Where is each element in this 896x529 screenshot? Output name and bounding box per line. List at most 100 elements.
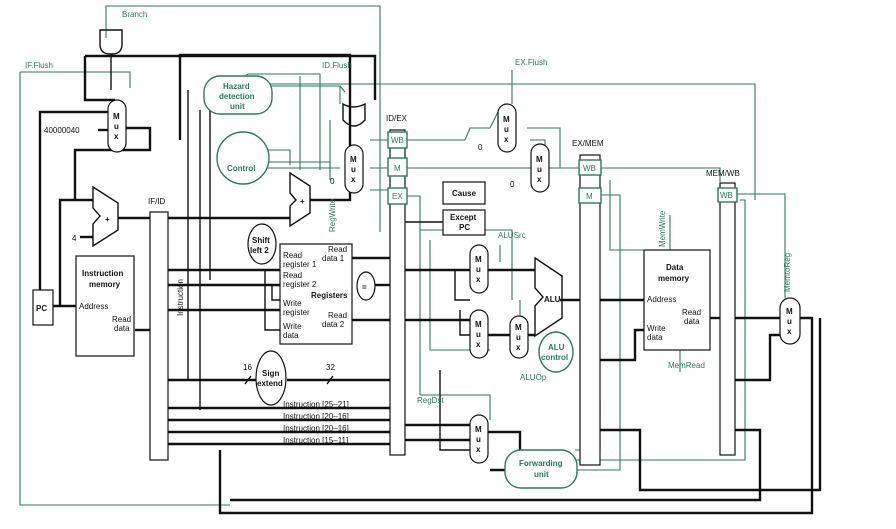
ex-flush-label: EX.Flush	[515, 58, 547, 67]
rf-read-data-1b: data 1	[322, 254, 345, 263]
id-ex-wb-field	[387, 131, 408, 149]
pc-adder	[92, 185, 119, 248]
equals-sign: =	[362, 283, 367, 292]
imem-line2: memory	[89, 280, 121, 289]
forwarding-line1: Forwarding	[519, 459, 563, 468]
branch-adder	[289, 171, 311, 228]
alusrc-label: ALUSrc	[498, 231, 526, 240]
ex-mem-m-field	[578, 187, 602, 204]
forwarding-line2: unit	[534, 470, 549, 479]
mem-wb-register	[719, 182, 736, 456]
fam-x: x	[476, 275, 481, 284]
sign-line2: extend	[257, 379, 283, 388]
imem-line1: Instruction	[82, 269, 123, 278]
rf-registers-title: Registers	[311, 291, 348, 300]
ex-mem-register	[579, 154, 601, 466]
shift-left-2	[247, 223, 277, 265]
forward-a-mux	[469, 244, 489, 294]
mem-wb-wb-field	[717, 187, 738, 203]
fam-m: M	[475, 255, 482, 264]
pc-register	[32, 289, 54, 326]
exm2-u: u	[537, 165, 542, 174]
dmem-read: Read	[682, 308, 701, 317]
datapath-wires	[38, 53, 822, 515]
alu-control-line2: control	[541, 353, 568, 362]
rf-write-data-1: Write	[283, 322, 302, 331]
rf-read-data-1a: Read	[328, 245, 347, 254]
instruction-memory	[75, 255, 135, 357]
ex-mem-wb-field	[578, 159, 602, 176]
asm-m: M	[515, 323, 522, 332]
rf-write-register-1: Write	[283, 299, 302, 308]
dmem-address: Address	[647, 295, 676, 304]
control-mux-x: x	[351, 175, 356, 184]
mem-wb-wb-text: WB	[720, 191, 733, 200]
regdst-label: RegDst	[417, 396, 444, 405]
rdm-x: x	[476, 445, 481, 454]
instr-20-16-a: Instruction [20–16]	[283, 412, 349, 421]
control-unit	[216, 131, 270, 185]
memwrite-label: MemWrite	[658, 210, 667, 247]
pc-adder-plus: +	[105, 215, 110, 224]
mtr-u: u	[787, 317, 792, 326]
control-mux	[344, 144, 364, 194]
four-const: 4	[72, 234, 77, 243]
exm2-zero: 0	[510, 180, 515, 189]
instr-20-16-b: Instruction [20–16]	[283, 424, 349, 433]
alusrc-mux	[509, 315, 529, 359]
ex-mem-m-text: M	[586, 192, 593, 201]
alu	[534, 256, 563, 338]
id-ex-ex-field	[387, 187, 408, 205]
pc-mux-m: M	[113, 112, 120, 121]
id-ex-m-field	[387, 157, 408, 177]
branch-label: Branch	[122, 10, 147, 19]
forwarding-unit	[504, 449, 578, 489]
memtoreg-label: MemtoReg	[783, 253, 792, 292]
instr-15-11: Instruction [15–11]	[283, 436, 348, 445]
regdst-mux	[469, 414, 489, 464]
mtr-x: x	[787, 327, 792, 336]
exm1-zero: 0	[478, 143, 483, 152]
memread-label: MemRead	[668, 361, 705, 370]
hazard-line2: detection	[219, 92, 255, 101]
exception-address: 40000040	[44, 126, 80, 135]
sign-in-width: 16	[243, 363, 252, 372]
memtoreg-mux	[779, 297, 801, 345]
if-id-label: IF/ID	[148, 197, 166, 206]
rf-write-register-2: register	[283, 308, 310, 317]
mtr-m: M	[786, 307, 793, 316]
regwrite-label: RegWrite	[328, 198, 337, 232]
shift-line2: left 2	[250, 246, 269, 255]
branch-and-gate	[99, 29, 123, 55]
imem-data: data	[114, 324, 130, 333]
instr-25-21: Instruction [25–21]	[283, 400, 349, 409]
except-line2: PC	[459, 223, 470, 232]
aluop-label: ALUOp	[520, 373, 547, 382]
control-mux-zero: 0	[330, 177, 335, 186]
rf-read-data-2a: Read	[328, 311, 347, 320]
mem-wb-label: MEM/WB	[706, 169, 740, 178]
pc-mux	[107, 99, 127, 153]
rf-read-data-2b: data 2	[322, 320, 345, 329]
instruction-bus-label: Instruction	[176, 279, 185, 316]
dmem-write: Write	[647, 324, 666, 333]
alu-label: ALU	[544, 295, 561, 304]
ex-mem-label: EX/MEM	[572, 139, 604, 148]
control-label: Control	[227, 164, 255, 173]
exm2-x: x	[537, 175, 542, 184]
rdm-m: M	[475, 425, 482, 434]
alu-control	[538, 331, 574, 373]
asm-x: x	[516, 343, 521, 352]
id-ex-ex-text: EX	[392, 192, 403, 201]
rf-read-1: Read	[283, 251, 302, 260]
asm-u: u	[516, 333, 521, 342]
exm2-m: M	[536, 155, 543, 164]
except-line1: Except	[450, 213, 477, 222]
ex-flush-mux-2	[530, 143, 550, 193]
ex-mem-wb-text: WB	[583, 164, 596, 173]
forward-b-mux	[469, 309, 489, 359]
hazard-line3: unit	[230, 102, 245, 111]
sign-line1: Sign	[262, 369, 279, 378]
sign-extend	[255, 350, 287, 406]
id-ex-label: ID/EX	[386, 114, 408, 123]
